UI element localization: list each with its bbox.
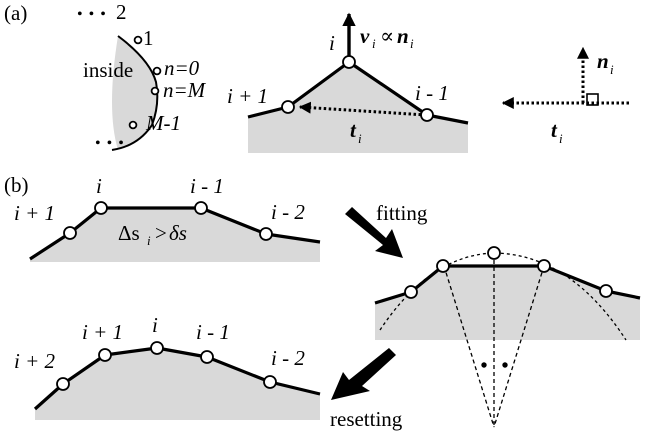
before-region <box>30 208 320 262</box>
right-angle-marker <box>586 93 599 106</box>
velocity-n: n <box>397 24 409 48</box>
contour-label-n0: n=0 <box>164 56 200 80</box>
contour-dots-bottom: • • • <box>95 135 125 152</box>
velocity-v-subscript: i <box>372 36 376 51</box>
before-label-i-minus-2: i - 2 <box>271 200 305 224</box>
contour-node-M1 <box>128 120 138 130</box>
greater-than-symbol: > <box>155 221 167 245</box>
contour-dots-top: • • • <box>77 6 107 23</box>
panel-a-tag: (a) <box>4 1 27 25</box>
after-label-i-minus-2: i - 2 <box>271 346 305 370</box>
delta-s-subscript: i <box>147 233 151 248</box>
after-label-i-minus-1: i - 1 <box>196 320 230 344</box>
normal-tangent-frame <box>501 46 629 109</box>
frame-tangent-label: t <box>551 118 558 142</box>
angle-dot-left <box>481 362 487 368</box>
after-label-i-plus-2: i + 2 <box>14 349 56 373</box>
contour-node-1 <box>133 35 143 45</box>
resetting-label: resetting <box>330 407 403 431</box>
contour-label-inside: inside <box>83 58 133 82</box>
contour-label-2: 2 <box>116 0 127 24</box>
vertex-label-i-minus-1: i - 1 <box>415 81 449 105</box>
panel-b-tag: (b) <box>4 173 29 197</box>
vertex-node-i-plus-1 <box>281 100 295 114</box>
tangent-label-t: t <box>350 118 357 142</box>
contour-curve <box>111 35 159 151</box>
fitting-node-left <box>436 259 450 273</box>
vertex-region <box>248 62 468 153</box>
angle-dot-right <box>502 362 508 368</box>
after-node-i-plus-2 <box>56 377 70 391</box>
frame-tangent-subscript: i <box>559 131 563 146</box>
fitting-construction <box>374 246 641 428</box>
frame-normal-subscript: i <box>610 62 614 77</box>
before-node-i-plus-1 <box>63 226 77 240</box>
after-node-i-minus-1 <box>200 350 214 364</box>
radius-line-left <box>443 265 495 428</box>
vertex-node-i-minus-1 <box>420 108 434 122</box>
after-polyline <box>33 341 321 420</box>
tangent-arrow <box>298 101 427 117</box>
fitting-node-outer-left <box>404 285 418 299</box>
contour-node-n0 <box>152 66 162 76</box>
fitting-arrow <box>345 207 403 258</box>
before-label-i-minus-1: i - 1 <box>190 174 224 198</box>
velocity-n-subscript: i <box>410 36 414 51</box>
fitting-node-outer-right <box>599 284 613 298</box>
fitting-circle-arc <box>379 252 627 341</box>
after-label-i-plus-1: i + 1 <box>82 320 123 344</box>
resetting-arrow <box>331 348 396 400</box>
contour-node-nM <box>150 86 160 96</box>
before-label-i-plus-1: i + 1 <box>14 201 55 225</box>
velocity-v: v <box>360 24 370 48</box>
after-node-i-plus-1 <box>98 348 112 362</box>
before-label-i: i <box>96 174 102 198</box>
delta-small-s: δs <box>169 221 187 245</box>
fitting-node-right <box>537 259 551 273</box>
fitting-node-new <box>487 246 501 260</box>
contour-label-nM: n=M <box>163 78 207 102</box>
frame-normal-label: n <box>597 49 609 73</box>
contour-label-M1: M-1 <box>145 111 181 135</box>
before-node-i-minus-1 <box>194 201 208 215</box>
closed-contour <box>111 35 162 151</box>
vertex-label-i-plus-1: i + 1 <box>227 84 268 108</box>
vertex-velocity-detail <box>247 12 469 153</box>
before-node-i <box>94 201 108 215</box>
radius-line-right <box>493 265 545 428</box>
vertex-node-i <box>342 55 356 69</box>
fitting-region <box>375 266 640 340</box>
contour-label-1: 1 <box>143 26 154 50</box>
after-node-i-minus-2 <box>263 375 277 389</box>
proportional-symbol: ∝ <box>380 24 394 48</box>
inside-region <box>112 36 158 150</box>
after-node-i <box>150 341 164 355</box>
after-region <box>35 348 320 420</box>
before-node-i-minus-2 <box>259 227 273 241</box>
vertex-label-i: i <box>329 31 335 55</box>
length-condition: Δs i > δs <box>118 221 187 248</box>
after-label-i: i <box>152 313 158 337</box>
velocity-formula: v i ∝ n i <box>360 24 414 51</box>
before-polyline <box>29 201 321 262</box>
delta-s: Δs <box>118 221 140 245</box>
before-curve <box>29 206 321 261</box>
tangent-label-subscript: i <box>358 131 362 146</box>
fitting-label: fitting <box>376 201 428 225</box>
